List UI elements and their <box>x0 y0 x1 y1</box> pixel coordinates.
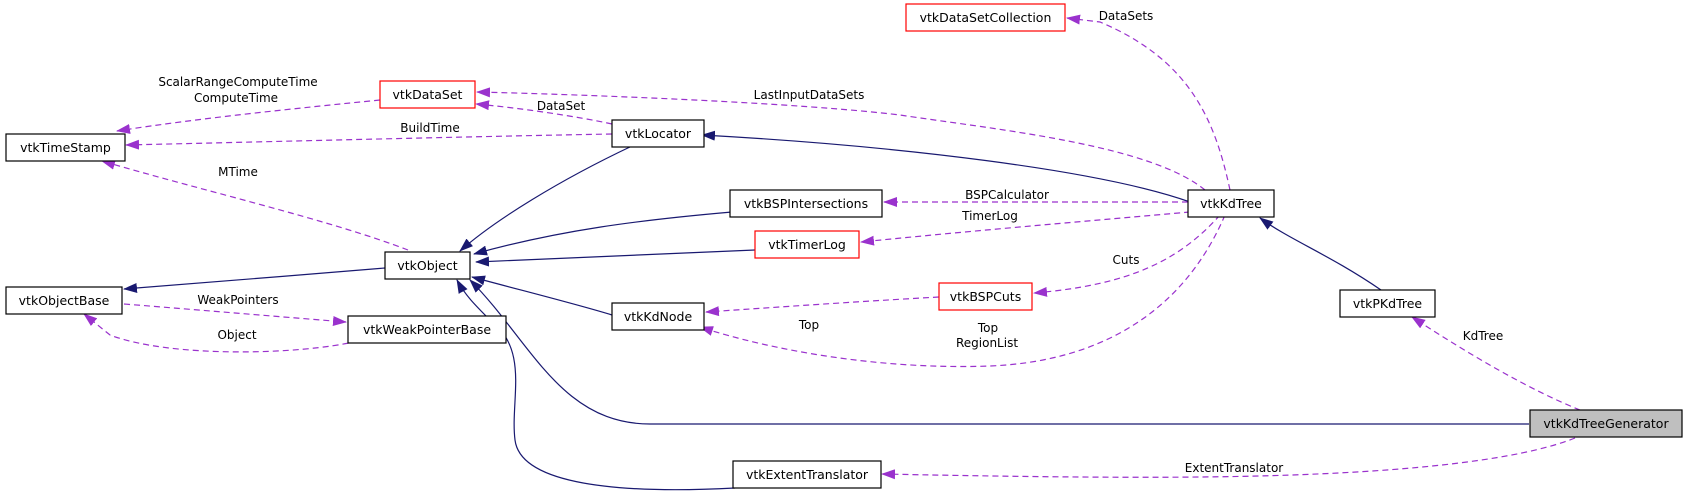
node-label: vtkPKdTree <box>1353 296 1423 311</box>
node-vtkObject[interactable]: vtkObject <box>384 251 471 280</box>
edge-kdtree-datasetcollection <box>1066 14 1231 191</box>
node-vtkPKdTree[interactable]: vtkPKdTree <box>1339 289 1436 318</box>
node-vtkTimeStamp[interactable]: vtkTimeStamp <box>5 133 126 162</box>
edge-kdtreegenerator-extenttranslator <box>881 437 1576 480</box>
node-label: vtkObject <box>397 258 457 273</box>
label-compute-time: ComputeTime <box>194 91 278 105</box>
node-vtkBSPIntersections[interactable]: vtkBSPIntersections <box>729 189 883 218</box>
edge-kdtree-to-locator <box>701 130 1191 203</box>
label-top-region: Top <box>977 321 998 335</box>
node-vtkExtentTranslator[interactable]: vtkExtentTranslator <box>732 460 882 489</box>
node-label: vtkKdNode <box>624 309 693 324</box>
node-vtkDataSet[interactable]: vtkDataSet <box>379 80 476 109</box>
edge-locator-to-object <box>459 145 633 252</box>
edge-dataset-timestamp <box>116 99 381 134</box>
edge-kdtreegenerator-to-object <box>469 279 1529 425</box>
label-build-time: BuildTime <box>400 121 460 135</box>
label-bsp-calculator: BSPCalculator <box>965 188 1049 202</box>
label-object: Object <box>217 328 256 342</box>
node-label: vtkTimeStamp <box>20 140 111 155</box>
node-vtkDataSetCollection[interactable]: vtkDataSetCollection <box>905 3 1066 32</box>
node-vtkKdTreeGenerator[interactable]: vtkKdTreeGenerator <box>1529 409 1683 438</box>
label-last-input-datasets: LastInputDataSets <box>754 88 865 102</box>
edge-object-to-objectbase <box>123 267 386 293</box>
node-label: vtkKdTreeGenerator <box>1543 416 1669 431</box>
node-label: vtkWeakPointerBase <box>363 322 491 337</box>
node-label: vtkObjectBase <box>19 293 110 308</box>
edge-extenttranslator-to-object <box>456 279 736 491</box>
label-mtime: MTime <box>218 165 258 179</box>
edge-kdtree-kdnode <box>699 214 1226 368</box>
edge-kdnode-to-object <box>471 275 613 316</box>
label-timer-log: TimerLog <box>961 209 1018 223</box>
label-top-kdnode: Top <box>798 318 819 332</box>
node-vtkBSPCuts[interactable]: vtkBSPCuts <box>938 282 1033 311</box>
node-label: vtkBSPIntersections <box>744 196 868 211</box>
node-label: vtkDataSet <box>393 87 463 102</box>
edge-kdtree-timerlog <box>860 211 1191 246</box>
edge-locator-dataset <box>475 100 613 125</box>
label-dataset: DataSet <box>537 99 586 113</box>
edge-weakpointerbase-objectbase <box>83 313 359 353</box>
node-vtkKdTree[interactable]: vtkKdTree <box>1187 189 1275 218</box>
edge-objectbase-weakpointerbase <box>123 303 347 326</box>
label-scalar-range-compute-time: ScalarRangeComputeTime <box>158 75 317 89</box>
node-label: vtkExtentTranslator <box>746 467 869 482</box>
edge-object-timestamp <box>101 159 409 251</box>
node-vtkKdNode[interactable]: vtkKdNode <box>611 302 705 331</box>
label-weak-pointers: WeakPointers <box>197 293 278 307</box>
edge-bspintersections-to-object <box>473 211 733 256</box>
edge-kdtree-dataset <box>476 87 1206 191</box>
edge-bspcuts-kdnode <box>705 296 940 317</box>
label-cuts: Cuts <box>1113 253 1140 267</box>
label-extent-translator: ExtentTranslator <box>1185 461 1284 475</box>
label-region-list: RegionList <box>956 336 1018 350</box>
node-label: vtkKdTree <box>1200 196 1262 211</box>
node-vtkLocator[interactable]: vtkLocator <box>611 119 705 148</box>
edge-locator-timestamp <box>125 133 613 150</box>
edge-pkdtree-to-kdtree <box>1259 217 1382 291</box>
node-label: vtkTimerLog <box>768 237 846 252</box>
edge-timerlog-to-object <box>475 249 756 267</box>
node-label: vtkDataSetCollection <box>920 10 1052 25</box>
node-label: vtkLocator <box>625 126 692 141</box>
node-label: vtkBSPCuts <box>950 289 1021 304</box>
label-datasets: DataSets <box>1099 9 1154 23</box>
node-vtkObjectBase[interactable]: vtkObjectBase <box>5 286 123 315</box>
edge-kdtreegenerator-pkdtree <box>1411 316 1581 411</box>
label-kdtree: KdTree <box>1463 329 1504 343</box>
node-vtkTimerLog[interactable]: vtkTimerLog <box>754 230 860 259</box>
edge-kdtree-bspcuts <box>1033 214 1221 297</box>
node-vtkWeakPointerBase[interactable]: vtkWeakPointerBase <box>347 315 507 344</box>
